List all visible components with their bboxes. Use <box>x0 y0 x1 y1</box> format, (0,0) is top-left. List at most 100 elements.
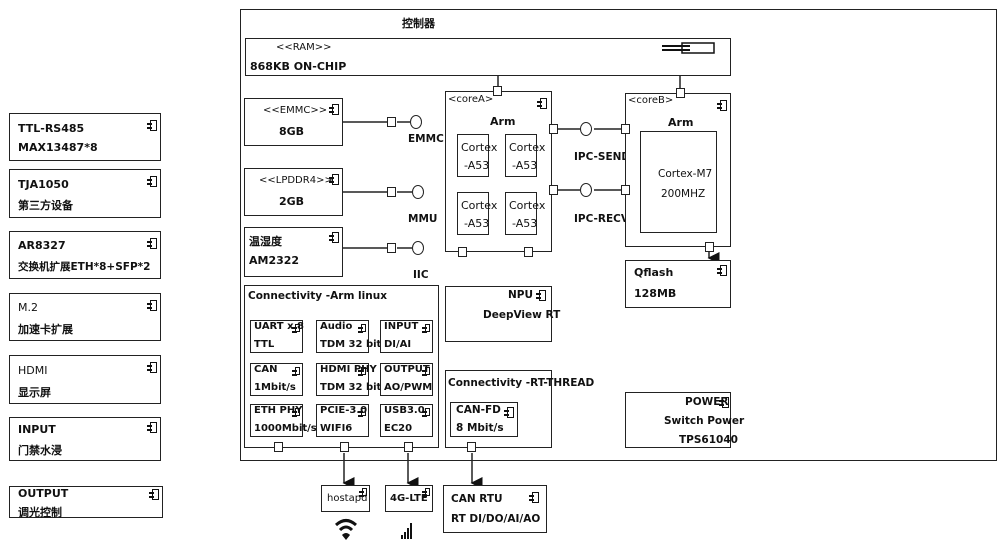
item-value: DI/AI <box>384 339 411 350</box>
core-line2: -A53 <box>512 217 537 230</box>
lpddr4-stereotype: <<LPDDR4>> <box>259 175 333 186</box>
component-icon <box>425 488 430 496</box>
ram-stereotype: <<RAM>> <box>276 42 332 53</box>
port <box>493 86 502 96</box>
can-rtu-value: RT DI/DO/AI/AO <box>451 513 540 525</box>
component-icon <box>361 367 366 375</box>
qflash-component: Qflash 128MB <box>625 260 731 308</box>
coreA-component: <coreA> Arm Cortex-A53 Cortex-A53 Cortex… <box>445 91 552 252</box>
connectivity-rt-thread: Connectivity -RT-THREAD CAN-FD 8 Mbit/s <box>445 370 552 448</box>
core-line1: Cortex <box>509 141 545 154</box>
port <box>467 442 476 452</box>
artifact-icon <box>660 41 716 55</box>
npu-component: NPU DeepView RT <box>445 286 552 342</box>
emmc-component: <<EMMC>> 8GB <box>244 98 343 146</box>
item-value: 1000Mbit/s <box>254 423 317 434</box>
component-icon <box>720 100 727 111</box>
core-line1: Cortex <box>461 141 497 154</box>
emmc-interface-label: EMMC <box>408 133 444 145</box>
power-component: POWER Switch Power TPS61040 <box>625 392 731 448</box>
item-value: TTL <box>254 339 274 350</box>
hostapd-component: hostapd <box>321 485 370 512</box>
connectivity-item: CAN 1Mbit/s <box>250 363 303 396</box>
core-a53-4: Cortex-A53 <box>505 192 537 235</box>
coreB-component: <coreB> Arm Cortex-M7 200MHZ <box>625 93 731 247</box>
connectivity-title: Connectivity -RT-THREAD <box>448 377 594 389</box>
component-icon <box>362 488 367 496</box>
mmu-interface-label: MMU <box>408 213 437 225</box>
lpddr4-value: 2GB <box>279 195 304 208</box>
qflash-name: Qflash <box>634 266 673 279</box>
connectivity-item: USB3.0 EC20 <box>380 404 433 437</box>
item-value: 8 Mbit/s <box>456 422 504 434</box>
sensor-component: 温湿度 AM2322 <box>244 227 343 277</box>
connectivity-item: OUTPUT AO/PWM <box>380 363 433 396</box>
ipc-recv-label: IPC-RECV <box>574 213 629 225</box>
power-line2: TPS61040 <box>679 434 738 446</box>
npu-value: DeepView RT <box>483 309 560 321</box>
core-a53-2: Cortex-A53 <box>505 134 537 177</box>
component-icon <box>720 265 727 276</box>
core-line2: 200MHZ <box>661 188 705 200</box>
port <box>387 117 396 127</box>
coreA-label: <coreA> <box>448 94 493 105</box>
core-line1: Cortex <box>461 199 497 212</box>
item-value: TDM 32 bit <box>320 382 381 393</box>
port <box>705 242 714 252</box>
port <box>387 187 396 197</box>
component-icon <box>295 324 300 332</box>
port <box>676 88 685 98</box>
item-name: USB3.0 <box>384 405 425 416</box>
can-fd-component: CAN-FD 8 Mbit/s <box>450 402 518 437</box>
item-value: AO/PWM <box>384 382 432 393</box>
port <box>621 185 630 195</box>
item-name: HDMI PHY <box>320 364 377 375</box>
emmc-value: 8GB <box>279 125 304 138</box>
sensor-value: AM2322 <box>249 254 299 267</box>
npu-name: NPU <box>508 289 533 301</box>
iic-interface-label: IIC <box>413 269 429 281</box>
interface-emmc <box>410 115 422 129</box>
coreB-label: <coreB> <box>628 95 673 106</box>
component-icon <box>425 367 430 375</box>
coreA-arch: Arm <box>490 115 515 128</box>
core-line2: -A53 <box>512 159 537 172</box>
core-line1: Cortex <box>509 199 545 212</box>
core-line1: Cortex-M7 <box>658 168 712 180</box>
qflash-value: 128MB <box>634 287 676 300</box>
item-value: 1Mbit/s <box>254 382 296 393</box>
core-line2: -A53 <box>464 159 489 172</box>
interface-mmu <box>412 185 424 199</box>
item-name: CAN-FD <box>456 404 501 416</box>
port <box>549 185 558 195</box>
component-icon <box>332 174 339 185</box>
component-icon <box>332 104 339 115</box>
connectivity-item: PCIE-3.0 WIFI6 <box>316 404 369 437</box>
lpddr4-component: <<LPDDR4>> 2GB <box>244 168 343 216</box>
connectivity-title: Connectivity -Arm linux <box>248 290 387 302</box>
sensor-name: 温湿度 <box>249 233 282 249</box>
core-m7: Cortex-M7 200MHZ <box>640 131 717 233</box>
port <box>524 247 533 257</box>
port <box>621 124 630 134</box>
core-line2: -A53 <box>464 217 489 230</box>
component-icon <box>507 407 514 418</box>
port <box>274 442 283 452</box>
ipc-send-label: IPC-SEND <box>574 151 630 163</box>
component-icon <box>425 408 430 416</box>
wifi-icon <box>334 516 358 542</box>
port <box>340 442 349 452</box>
item-value: TDM 32 bit <box>320 339 381 350</box>
can-rtu-name: CAN RTU <box>451 493 503 505</box>
port <box>404 442 413 452</box>
component-icon <box>332 232 339 243</box>
port <box>387 243 396 253</box>
item-value: EC20 <box>384 423 412 434</box>
lte-component: 4G-LTE <box>385 485 433 512</box>
ram-value: 868KB ON-CHIP <box>250 60 346 73</box>
core-a53-1: Cortex-A53 <box>457 134 489 177</box>
connectivity-item: INPUT DI/AI <box>380 320 433 353</box>
component-icon <box>361 324 366 332</box>
connectivity-item: ETH PHY 1000Mbit/s <box>250 404 303 437</box>
